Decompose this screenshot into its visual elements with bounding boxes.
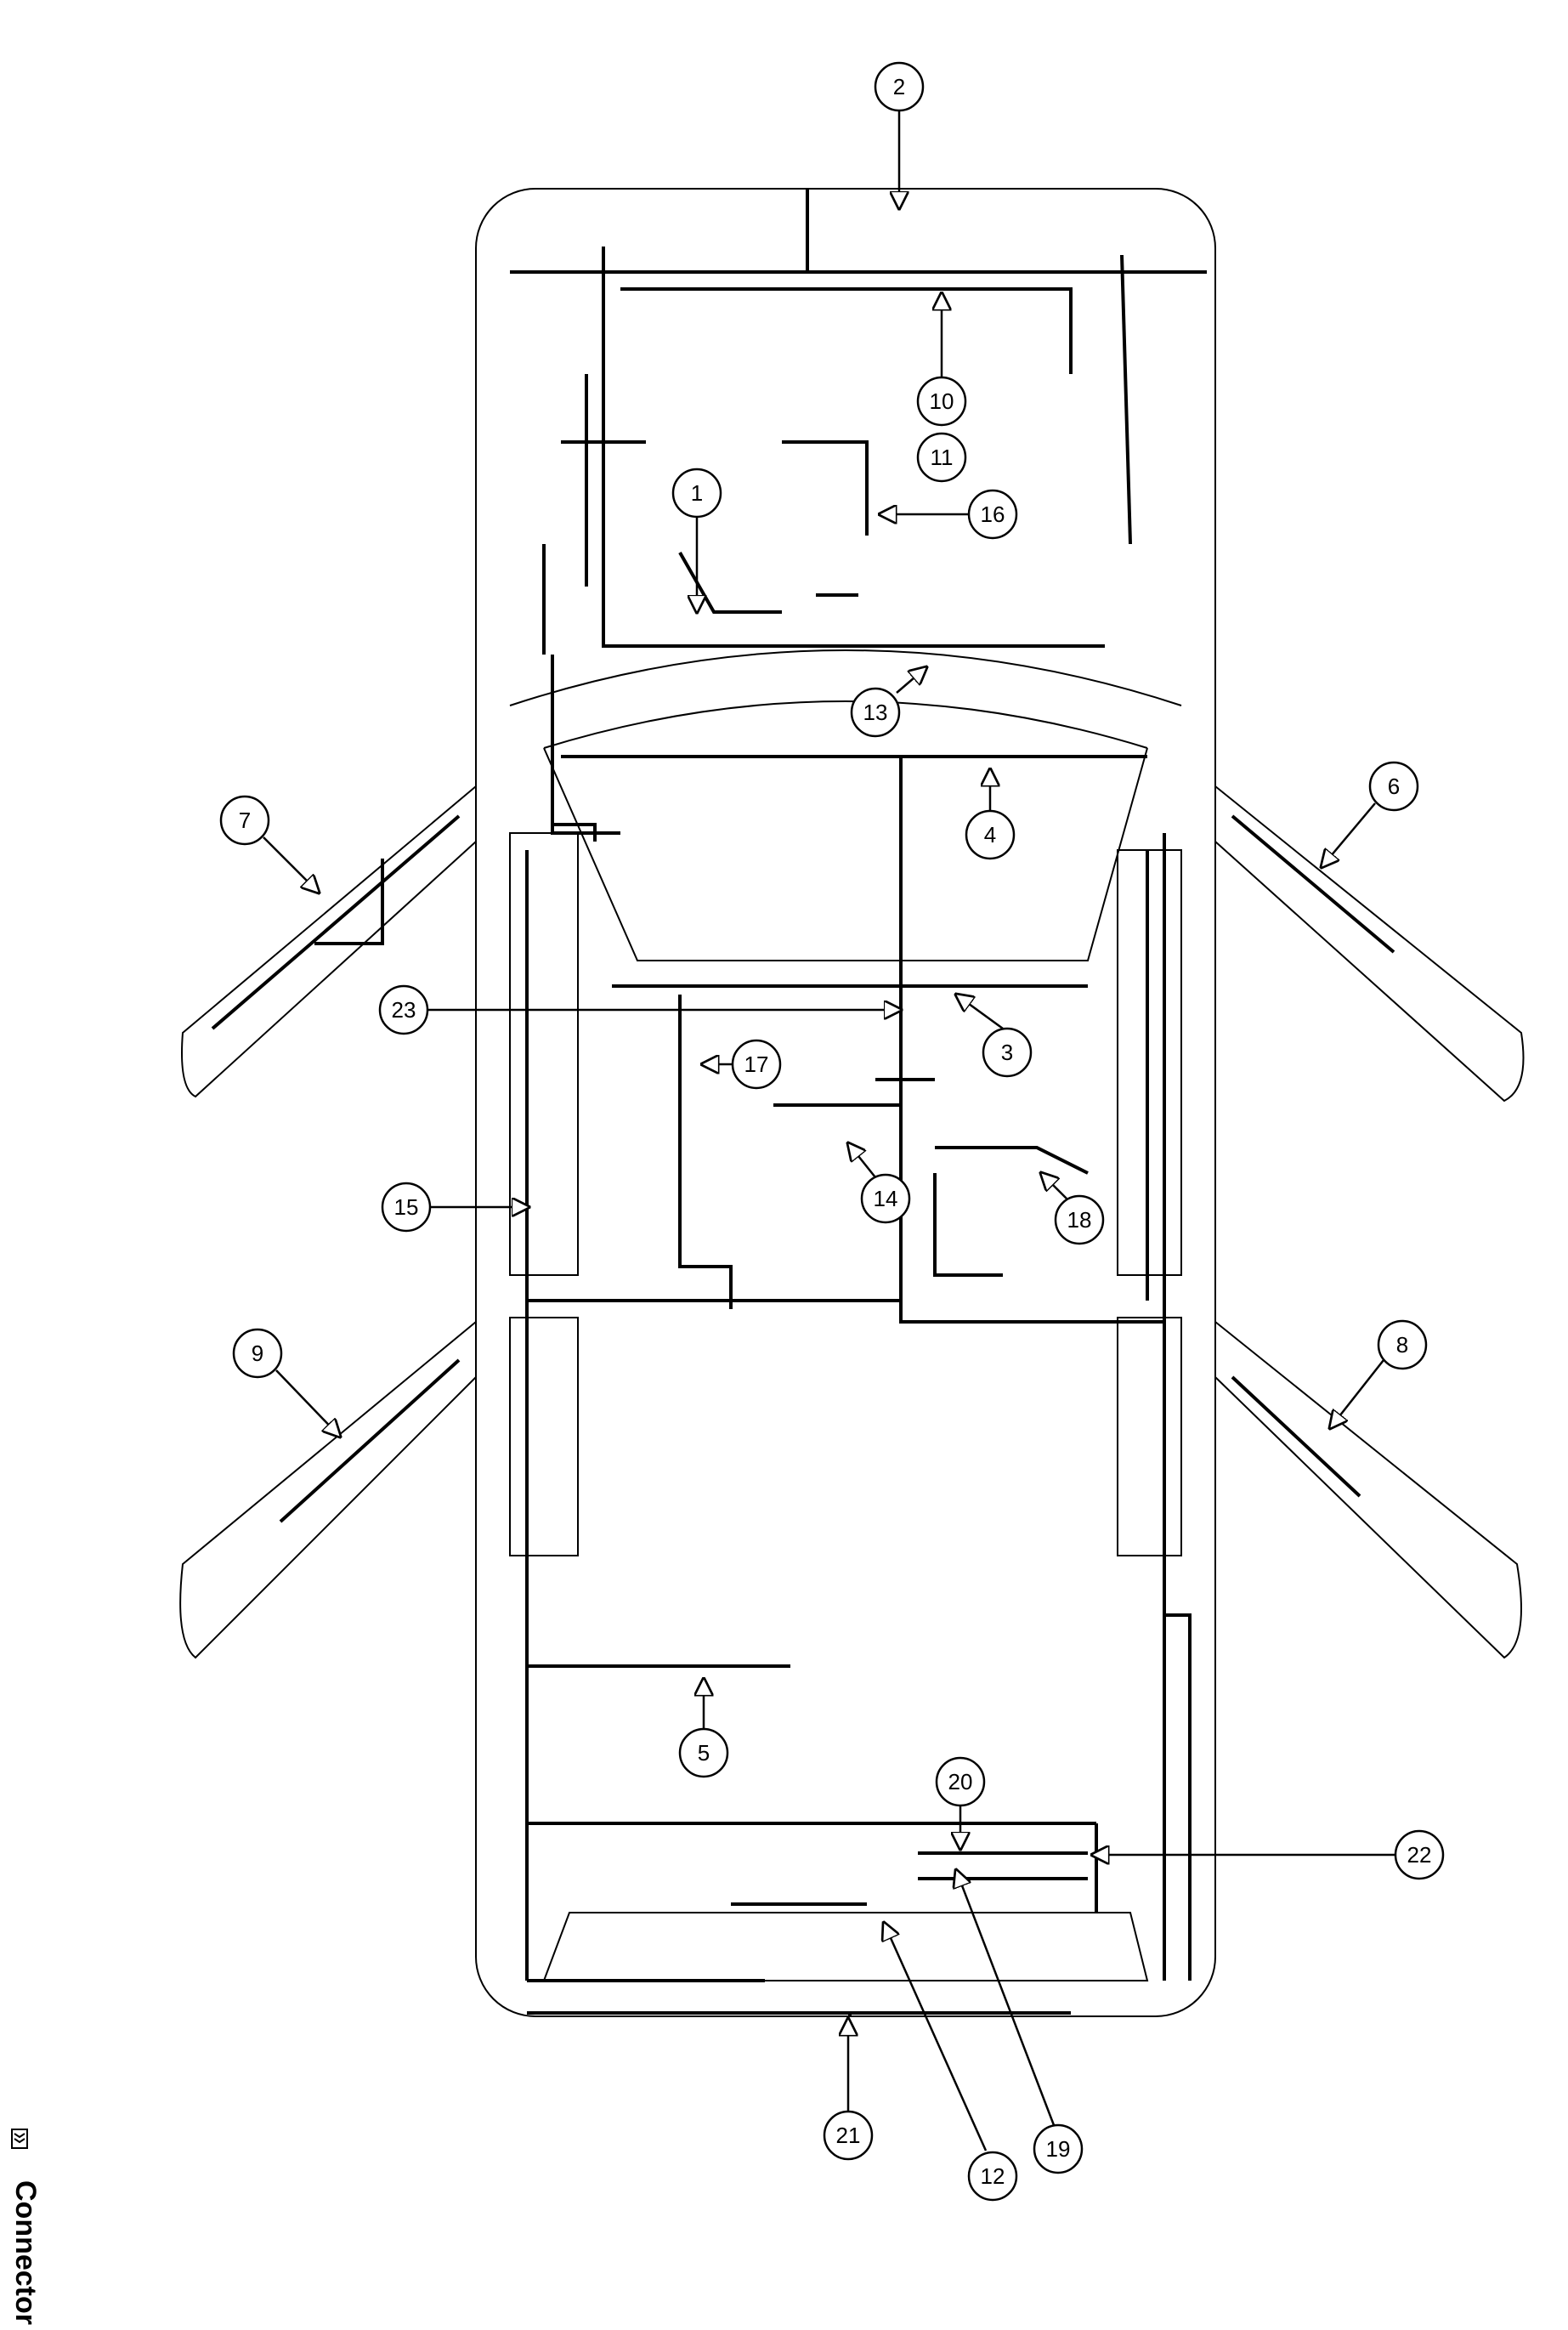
svg-text:17: 17 (744, 1052, 769, 1077)
callout-18: 18 (1041, 1173, 1105, 1245)
callout-19: 19 (956, 1870, 1084, 2174)
doors (179, 785, 1525, 1659)
callout-15: 15 (381, 1182, 529, 1233)
callout-21: 21 (823, 2019, 874, 2161)
callout-14: 14 (848, 1143, 911, 1224)
callout-10: 10 (916, 293, 967, 427)
svg-text:11: 11 (931, 445, 954, 470)
callouts: 1 2 3 4 5 6 7 8 9 10 11 12 13 14 15 16 1… (219, 61, 1445, 2202)
svg-text:15: 15 (394, 1194, 419, 1220)
svg-text:10: 10 (930, 388, 954, 414)
svg-text:2: 2 (893, 74, 905, 99)
svg-text:1: 1 (691, 480, 703, 506)
callout-23: 23 (378, 984, 901, 1035)
legend: Connector (9, 2129, 42, 2325)
door-rear-right (1214, 1321, 1522, 1659)
legend-label: Connector (9, 2180, 42, 2325)
callout-1: 1 (671, 468, 722, 612)
callout-20: 20 (935, 1756, 986, 1849)
svg-text:23: 23 (392, 997, 416, 1023)
callout-2: 2 (874, 61, 925, 208)
svg-text:14: 14 (874, 1186, 898, 1211)
vehicle-body-outline (475, 188, 1216, 2017)
door-front-right (1214, 785, 1525, 1103)
connector-icon (11, 2129, 28, 2149)
callout-3: 3 (956, 995, 1033, 1078)
callout-9: 9 (232, 1328, 340, 1437)
callout-7: 7 (219, 795, 319, 893)
svg-text:6: 6 (1388, 774, 1400, 799)
wiring-harness (211, 189, 1395, 2016)
svg-text:5: 5 (698, 1740, 710, 1766)
svg-text:3: 3 (1001, 1040, 1013, 1065)
svg-text:9: 9 (252, 1341, 263, 1366)
svg-text:13: 13 (863, 700, 888, 725)
callout-17: 17 (702, 1039, 782, 1090)
svg-text:4: 4 (984, 822, 996, 848)
svg-text:18: 18 (1067, 1207, 1092, 1233)
callout-4: 4 (965, 769, 1016, 860)
callout-8: 8 (1330, 1319, 1428, 1428)
door-front-left (181, 785, 477, 1098)
callout-13: 13 (850, 667, 926, 738)
callout-22: 22 (1092, 1829, 1445, 1880)
door-rear-left (179, 1321, 477, 1659)
callout-16: 16 (880, 489, 1018, 540)
svg-text:19: 19 (1046, 2136, 1071, 2162)
callout-11: 11 (916, 432, 967, 483)
callout-6: 6 (1322, 761, 1419, 867)
svg-text:8: 8 (1396, 1332, 1408, 1358)
callout-12: 12 (884, 1923, 1018, 2202)
svg-text:16: 16 (981, 502, 1005, 527)
callout-5: 5 (678, 1679, 729, 1778)
svg-text:20: 20 (948, 1769, 973, 1794)
svg-text:22: 22 (1407, 1842, 1432, 1868)
svg-text:12: 12 (981, 2163, 1005, 2189)
svg-text:7: 7 (239, 808, 251, 833)
svg-text:21: 21 (836, 2123, 861, 2148)
